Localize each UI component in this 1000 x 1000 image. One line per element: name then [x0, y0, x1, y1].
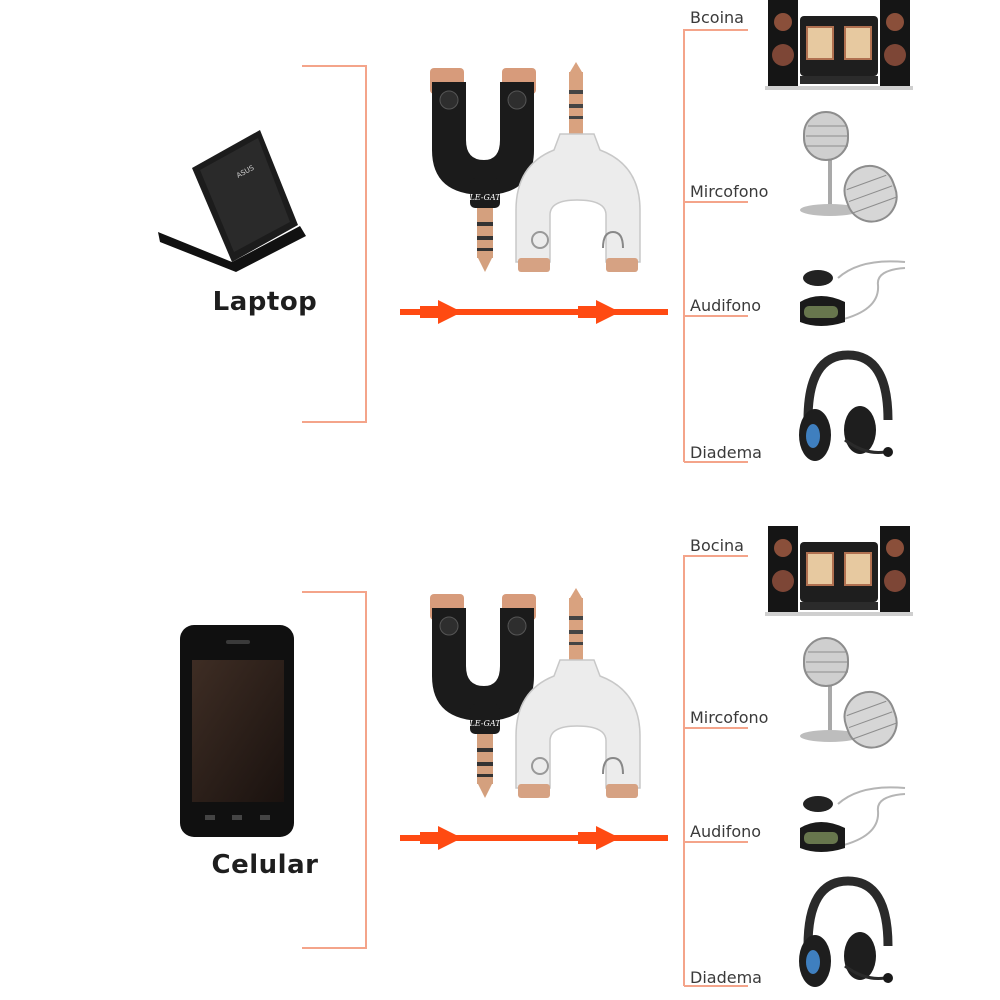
- signal-arrow: [400, 826, 668, 850]
- device-label-celular: Celular: [211, 850, 319, 880]
- speaker-system-icon: [765, 0, 913, 90]
- device-bracket: [302, 65, 367, 423]
- white-y-adapter-icon: [515, 61, 641, 273]
- diagram-panel-celular: Celular Bocina Mircofono Audifono Diadem…: [0, 500, 1000, 1000]
- output-label-speaker: Bocina: [690, 536, 744, 555]
- device-label-laptop: Laptop: [212, 287, 318, 317]
- smartphone-icon: [180, 625, 294, 837]
- headset-icon: [799, 881, 893, 987]
- panel-artwork: [158, 0, 913, 500]
- output-label-headset: Diadema: [690, 443, 762, 462]
- output-label-earphone: Audifono: [690, 822, 762, 841]
- diagram-panel-laptop: Laptop Bcoina Mircofono Audifono Diadema: [158, 0, 913, 500]
- output-label-earphone: Audifono: [690, 296, 762, 315]
- earphone-icon: [799, 786, 906, 853]
- speaker-system-icon: [765, 526, 913, 616]
- panel-artwork: [180, 526, 913, 1000]
- device-bracket: [302, 591, 367, 949]
- output-label-microphone: Mircofono: [690, 708, 769, 727]
- headset-icon: [799, 355, 893, 461]
- earphone-icon: [799, 260, 906, 327]
- output-label-speaker: Bcoina: [690, 8, 744, 27]
- outputs-bracket: [683, 555, 748, 987]
- signal-arrow: [400, 300, 668, 324]
- microphone-icon: [798, 636, 906, 757]
- output-label-microphone: Mircofono: [690, 182, 769, 201]
- microphone-icon: [798, 110, 906, 231]
- laptop-icon: [158, 130, 306, 272]
- output-label-headset: Diadema: [690, 968, 762, 987]
- outputs-bracket: [683, 29, 748, 463]
- white-y-adapter-icon: [515, 587, 641, 799]
